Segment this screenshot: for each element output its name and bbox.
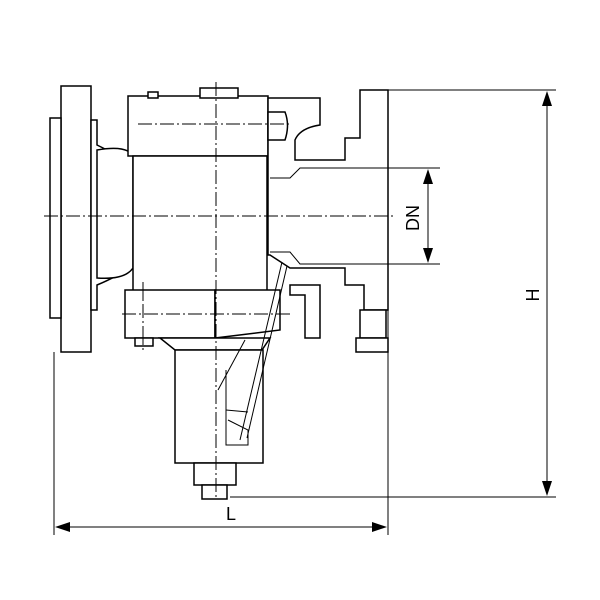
dimension-l-label: L bbox=[226, 504, 236, 524]
inlet-neck bbox=[96, 147, 134, 280]
center-lines bbox=[44, 82, 395, 497]
dimension-dn-label: DN bbox=[403, 205, 423, 231]
dimension-dn: DN bbox=[403, 169, 433, 263]
outlet-chamber bbox=[267, 89, 389, 353]
dimension-l: L bbox=[55, 504, 387, 532]
main-body bbox=[127, 87, 269, 292]
lower-bonnet bbox=[124, 284, 321, 351]
extension-lines bbox=[53, 89, 556, 535]
dimension-h-label: H bbox=[523, 289, 543, 302]
bottom-housing bbox=[174, 261, 288, 500]
dimension-h: H bbox=[523, 91, 552, 496]
